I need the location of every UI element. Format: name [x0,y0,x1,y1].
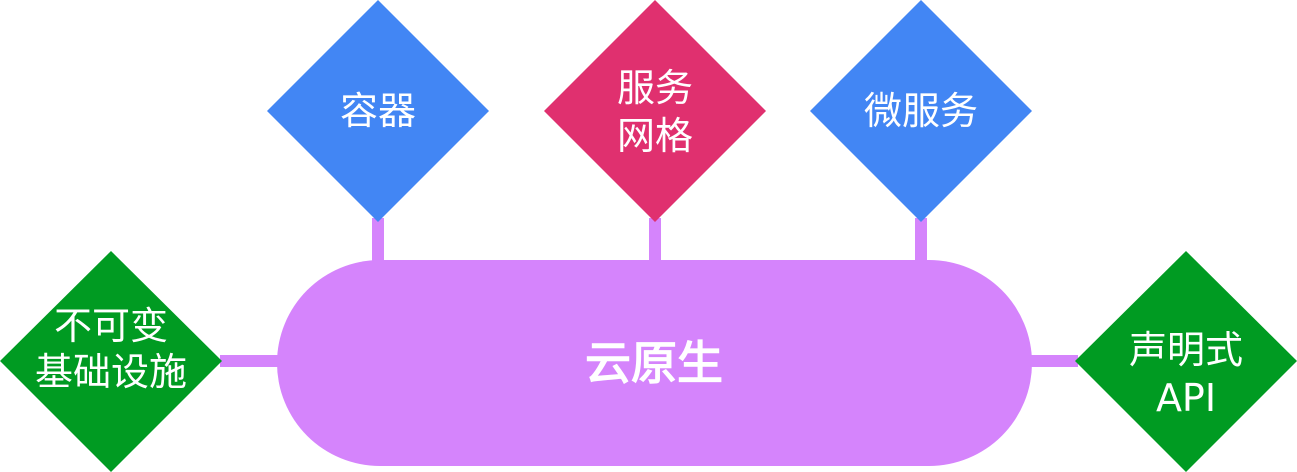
connector-service-mesh [649,218,661,264]
node-label: 网格 [617,114,693,158]
node-label: 声明式 [1129,328,1243,372]
node-label: 不可变 [54,304,168,348]
node-label: 基础设施 [35,350,187,394]
node-service-mesh: 服务 网格 [544,0,766,222]
connector-containers [372,218,384,264]
connector-declarative-api [1030,355,1078,367]
node-label: API [1156,376,1216,420]
node-label: 容器 [340,89,416,133]
node-microservices: 微服务 [810,0,1032,222]
connector-microservices [915,218,927,264]
center-label: 云原生 [585,336,723,390]
connector-immutable-infra [220,355,280,367]
node-immutable-infra: 不可变 基础设施 [0,251,222,472]
node-containers: 容器 [267,0,489,222]
node-label: 微服务 [864,89,978,133]
node-declarative-api: 声明式 API [1075,251,1297,472]
node-label: 服务 [617,66,693,110]
center-pill [277,260,1032,466]
